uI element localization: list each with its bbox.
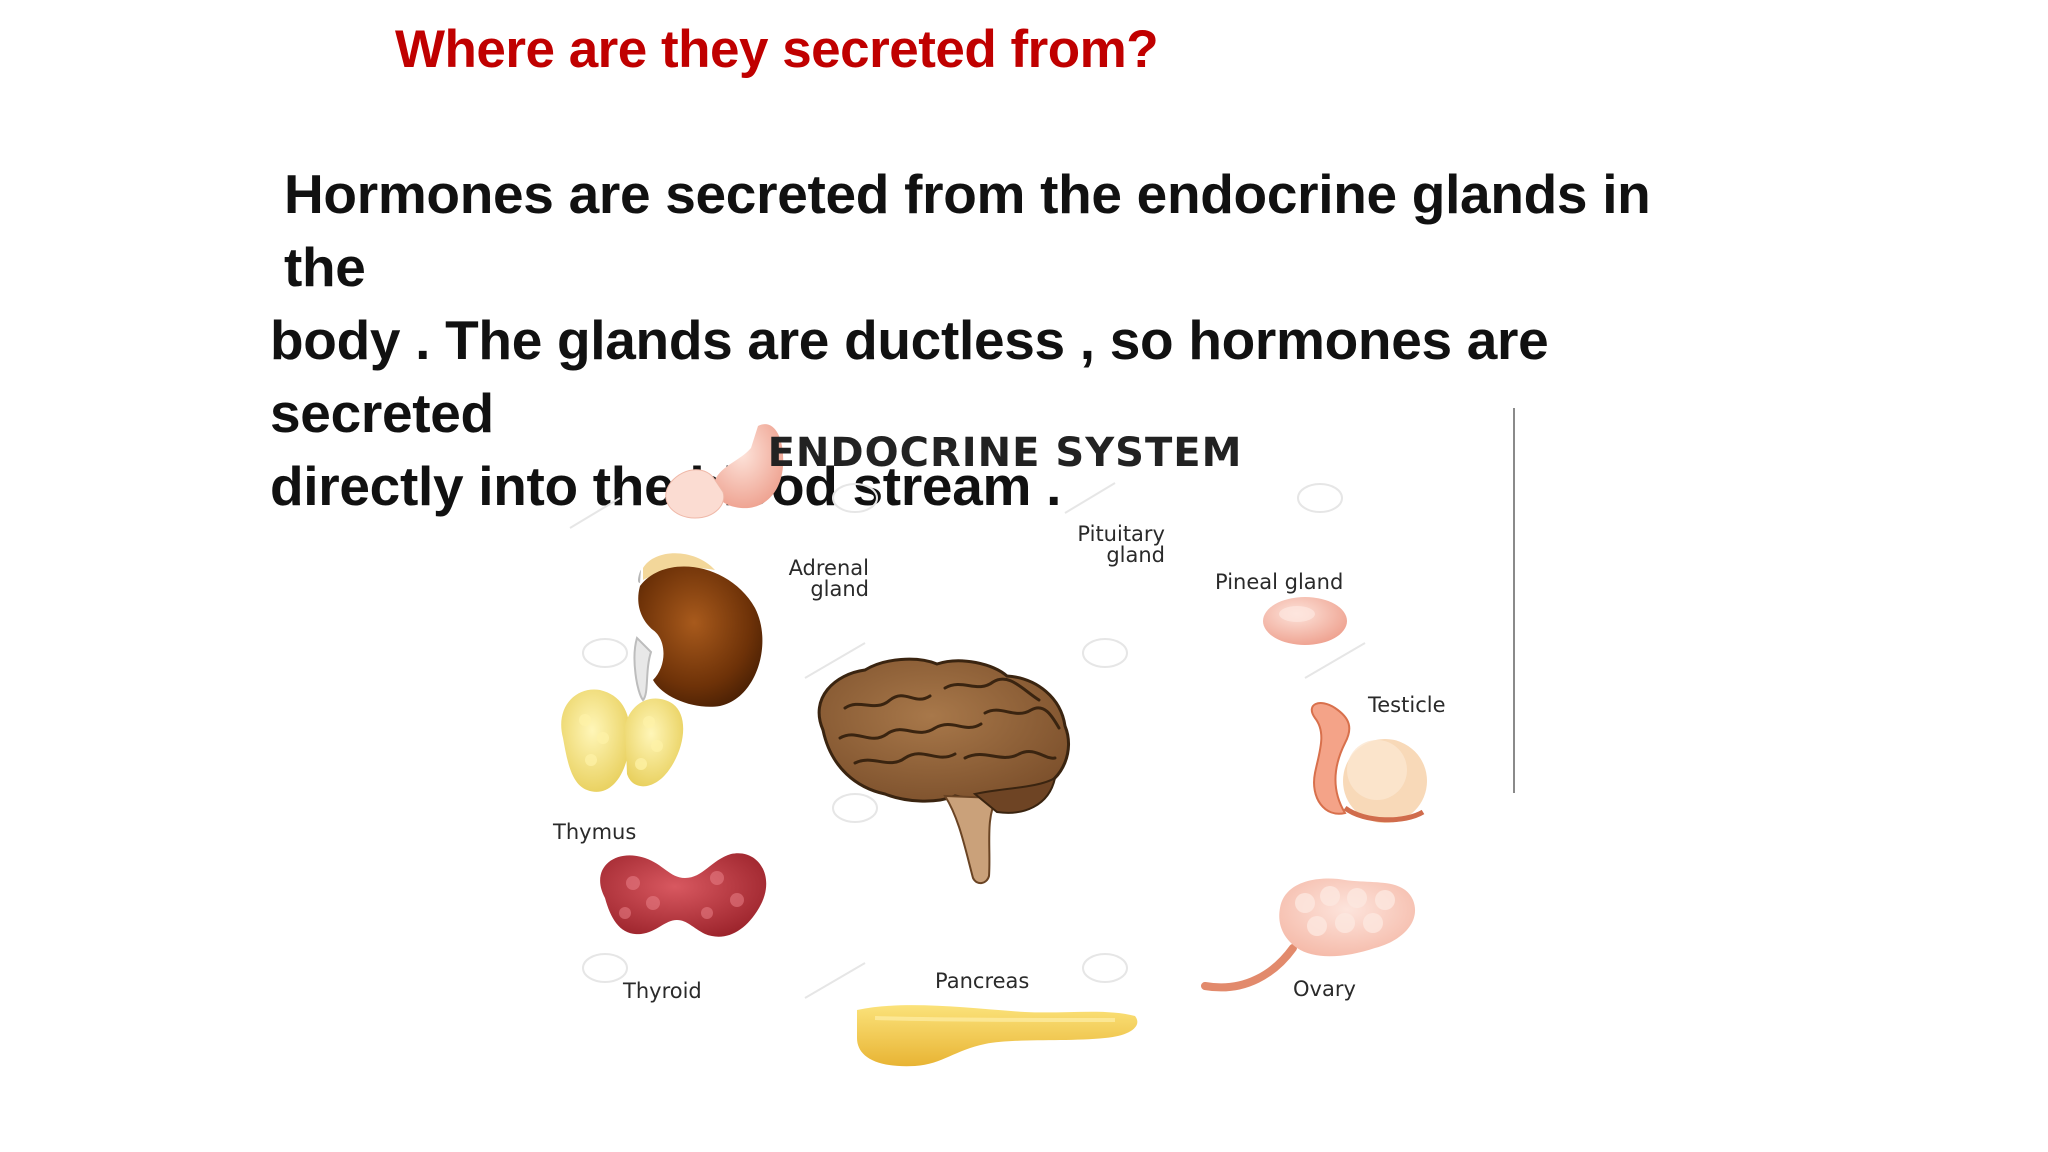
label-adrenal-gland: Adrenal gland [788, 556, 869, 601]
body-line-2: body . The glands are ductless , so horm… [270, 309, 1549, 444]
brain-illustration [817, 657, 1070, 884]
pineal-gland-illustration [1263, 597, 1347, 645]
adrenal-gland-illustration [633, 553, 763, 707]
body-line-3: directly into the blood stream . [270, 455, 1062, 517]
figure-edge-divider [1513, 408, 1515, 793]
body-line-1: Hormones are secreted from the endocrine… [284, 163, 1651, 298]
thyroid-illustration [600, 853, 767, 937]
label-pineal-gland: Pineal gland [1215, 570, 1344, 594]
pancreas-illustration [857, 1005, 1138, 1067]
pituitary-gland-illustration [665, 424, 784, 519]
label-ovary: Ovary [1293, 977, 1356, 1001]
figure-title: ENDOCRINE SYSTEM [767, 430, 1243, 476]
ovary-illustration [1201, 878, 1416, 992]
label-pancreas: Pancreas [935, 969, 1030, 993]
slide-title: Where are they secreted from? [395, 20, 1159, 79]
slide-body-text: Hormones are secreted from the endocrine… [270, 158, 1730, 523]
endocrine-system-figure: ENDOCRINE SYSTEM Adrenal gland Pituitary… [545, 408, 1515, 1073]
thymus-illustration [561, 689, 684, 792]
label-thyroid: Thyroid [623, 979, 702, 1003]
label-pituitary-gland: Pituitary gland [1077, 522, 1165, 567]
label-thymus: Thymus [553, 820, 637, 844]
testicle-illustration [1310, 702, 1427, 823]
label-testicle: Testicle [1368, 693, 1446, 717]
endocrine-illustration [561, 424, 1427, 1067]
watermark-marks [569, 482, 1366, 999]
